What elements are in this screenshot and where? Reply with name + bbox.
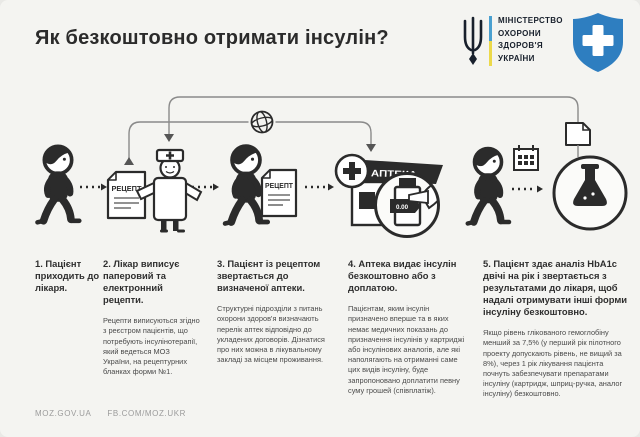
- magnifier-circle: [374, 172, 440, 238]
- ministry-name: МІНІСТЕРСТВО ОХОРОНИ ЗДОРОВ'Я УКРАЇНИ: [498, 15, 563, 65]
- step-5: 5. Пацієнт здає аналіз HbA1c двічі на рі…: [483, 258, 629, 400]
- step-4: 4. Аптека видає інсулін безкоштовно або …: [348, 258, 467, 396]
- calendar-icon: [513, 145, 539, 171]
- arrowhead-up-prescription: [124, 157, 134, 165]
- ministry-logo: МІНІСТЕРСТВО ОХОРОНИ ЗДОРОВ'Я УКРАЇНИ: [461, 11, 626, 73]
- dotted-arrows: [80, 185, 536, 191]
- step-1: 1. Пацієнт приходить до лікаря.: [35, 258, 101, 294]
- health-shield-icon: [573, 13, 623, 72]
- step-4-title: 4. Аптека видає інсулін безкоштовно або …: [348, 258, 457, 294]
- step-5-title: 5. Пацієнт здає аналіз HbA1c двічі на рі…: [483, 258, 628, 318]
- trident-icon: [463, 16, 483, 65]
- ministry-line: МІНІСТЕРСТВО: [498, 16, 563, 25]
- footer-facebook: FB.COM/MOZ.UKR: [107, 409, 187, 418]
- walking-patient-icon: [37, 146, 79, 222]
- step-3-body: Структурні підрозділи з питань охорони з…: [217, 304, 325, 365]
- price-tag-label: 0.00: [396, 204, 409, 211]
- prescription-label: РЕЦЕПТ: [112, 186, 143, 193]
- step-3: 3. Пацієнт із рецептом звертається до ви…: [217, 258, 329, 365]
- step-1-title: 1. Пацієнт приходить до лікаря.: [35, 258, 100, 294]
- step-4-body: Пацієнтам, яким інсулін призначено вперш…: [348, 304, 465, 395]
- pharmacy-store-icon: АПТЕКА 0.00: [334, 153, 443, 238]
- trident-base: [469, 53, 477, 65]
- step-2-body: Рецепти виписуються згідно з реєстром па…: [103, 316, 200, 377]
- arrowhead-down-pharmacy: [366, 144, 376, 152]
- step-2-title: 2. Лікар виписує паперовий та електронни…: [103, 258, 180, 306]
- footer: MOZ.GOV.UA FB.COM/MOZ.UKR: [35, 409, 186, 418]
- footer-website: MOZ.GOV.UA: [35, 409, 92, 418]
- doctor-icon: [135, 148, 203, 233]
- internet-globe-icon: [248, 108, 276, 136]
- dotted-arrowheads: [101, 183, 543, 193]
- pharmacy-cross-icon: [343, 162, 361, 180]
- lab-flask-icon: [552, 155, 628, 231]
- connector-lab-to-doctor: [164, 96, 579, 142]
- walking-patient-icon: [468, 148, 509, 223]
- flag-divider: [489, 16, 492, 66]
- ministry-line: ЗДОРОВ'Я: [498, 41, 544, 50]
- step-2: 2. Лікар виписує паперовий та електронни…: [103, 258, 200, 377]
- prescription-label: РЕЦЕПТ: [265, 183, 294, 190]
- flow-diagram: РЕЦЕПТ РЕЦЕПТ: [0, 96, 628, 238]
- cap-cross-icon: [166, 151, 174, 160]
- step-3-title: 3. Пацієнт із рецептом звертається до ви…: [217, 258, 321, 294]
- ministry-line: УКРАЇНИ: [498, 53, 535, 63]
- arrowhead-down-doctor: [164, 134, 174, 142]
- prescription-paper-icon: РЕЦЕПТ: [260, 168, 298, 218]
- step-5-body: Якщо рівень глікованого гемоглобіну менш…: [483, 328, 623, 399]
- prescription-paper-icon: РЕЦЕПТ: [106, 170, 147, 220]
- analysis-document-icon: [565, 122, 591, 157]
- page-title: Як безкоштовно отримати інсулін?: [35, 27, 389, 49]
- ministry-line: ОХОРОНИ: [498, 28, 542, 38]
- price-tag: [390, 199, 421, 213]
